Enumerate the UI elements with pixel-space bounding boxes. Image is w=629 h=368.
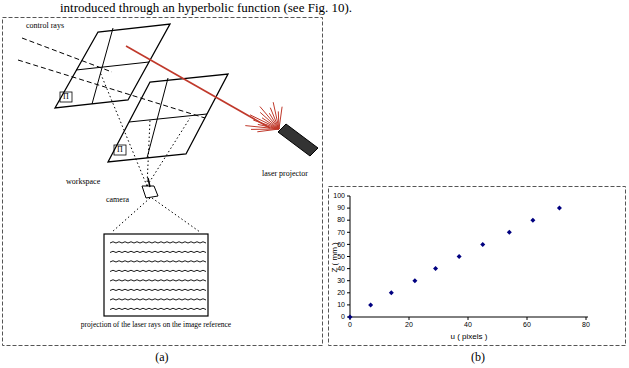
- x-tick-label: 20: [405, 321, 413, 329]
- plane-symbol: Π: [63, 93, 69, 102]
- data-point: [389, 290, 394, 295]
- plane-axes: [129, 78, 207, 158]
- part-label: laser projector: [262, 170, 308, 179]
- x-tick: [468, 317, 469, 320]
- y-tick: [347, 256, 350, 257]
- workspace-plane: [108, 74, 228, 162]
- projector-body: [278, 124, 318, 156]
- part-label: control rays: [26, 22, 64, 31]
- x-axis: [350, 317, 588, 318]
- data-point: [368, 302, 373, 307]
- plane-marker: [114, 145, 126, 155]
- body-text: introduced through an hyperbolic functio…: [60, 1, 352, 15]
- y-tick-label: 10: [337, 301, 345, 309]
- panel-label: (a): [155, 351, 168, 364]
- projected-row: [110, 289, 206, 290]
- data-point: [480, 242, 485, 247]
- y-tick-label: 90: [337, 204, 345, 212]
- y-tick: [347, 304, 350, 305]
- y-tick-label: 20: [337, 289, 345, 297]
- y-tick: [347, 232, 350, 233]
- axis-title: Z ( mm ): [331, 242, 340, 272]
- camera-symbol: [142, 178, 158, 198]
- panel-frame: [329, 187, 626, 346]
- laser-fan-ray: [279, 107, 282, 129]
- y-tick: [347, 292, 350, 293]
- y-tick: [347, 280, 350, 281]
- x-tick-label: 60: [523, 321, 531, 329]
- x-tick-label: 40: [464, 321, 472, 329]
- y-tick: [347, 220, 350, 221]
- part-label: workspace: [66, 178, 100, 187]
- axis-title: u ( pixels ): [451, 333, 488, 342]
- x-tick: [527, 317, 528, 320]
- projected-row: [110, 242, 206, 243]
- y-tick: [347, 244, 350, 245]
- projected-row: [110, 299, 206, 300]
- control-ray: [18, 38, 205, 118]
- panel-frame: [3, 18, 323, 346]
- projected-row: [110, 251, 206, 252]
- part-label: projection of the laser rays on the imag…: [61, 321, 251, 329]
- y-tick: [347, 268, 350, 269]
- laser-fan-ray: [273, 102, 279, 129]
- y-tick-label: 80: [337, 216, 345, 224]
- data-point: [530, 218, 535, 223]
- panel-label: (b): [471, 351, 485, 364]
- workspace-plane: [55, 24, 170, 108]
- y-tick-label: 30: [337, 277, 345, 285]
- y-tick-label: 70: [337, 229, 345, 237]
- camera-body: [142, 186, 158, 198]
- x-tick-label: 0: [348, 321, 352, 329]
- laser-projection-rows: [110, 242, 206, 310]
- plane-symbol: Π: [117, 146, 123, 155]
- camera-lens: [148, 178, 150, 187]
- projected-row: [110, 270, 206, 271]
- scatter-chart: [347, 196, 588, 320]
- part-label: camera: [106, 196, 129, 205]
- plane-axes: [76, 28, 149, 104]
- data-point: [348, 315, 353, 320]
- laser-fan: [245, 102, 282, 132]
- laser-projector-symbol: [245, 102, 318, 156]
- projected-row: [110, 261, 206, 262]
- y-tick-label: 0: [341, 313, 345, 321]
- image-reference: [104, 234, 208, 316]
- data-point: [457, 254, 462, 259]
- data-point: [433, 266, 438, 271]
- projected-row: [110, 308, 206, 309]
- y-tick: [347, 196, 350, 197]
- data-point: [507, 230, 512, 235]
- plane-marker: [60, 92, 72, 102]
- camera-view-line: [100, 72, 200, 232]
- data-point: [412, 278, 417, 283]
- data-point: [557, 206, 562, 211]
- y-tick: [347, 208, 350, 209]
- x-tick: [586, 317, 587, 320]
- y-tick-label: 100: [333, 192, 345, 200]
- projected-row: [110, 280, 206, 281]
- laser-ray: [126, 46, 270, 128]
- x-tick: [409, 317, 410, 320]
- x-tick-label: 80: [582, 321, 590, 329]
